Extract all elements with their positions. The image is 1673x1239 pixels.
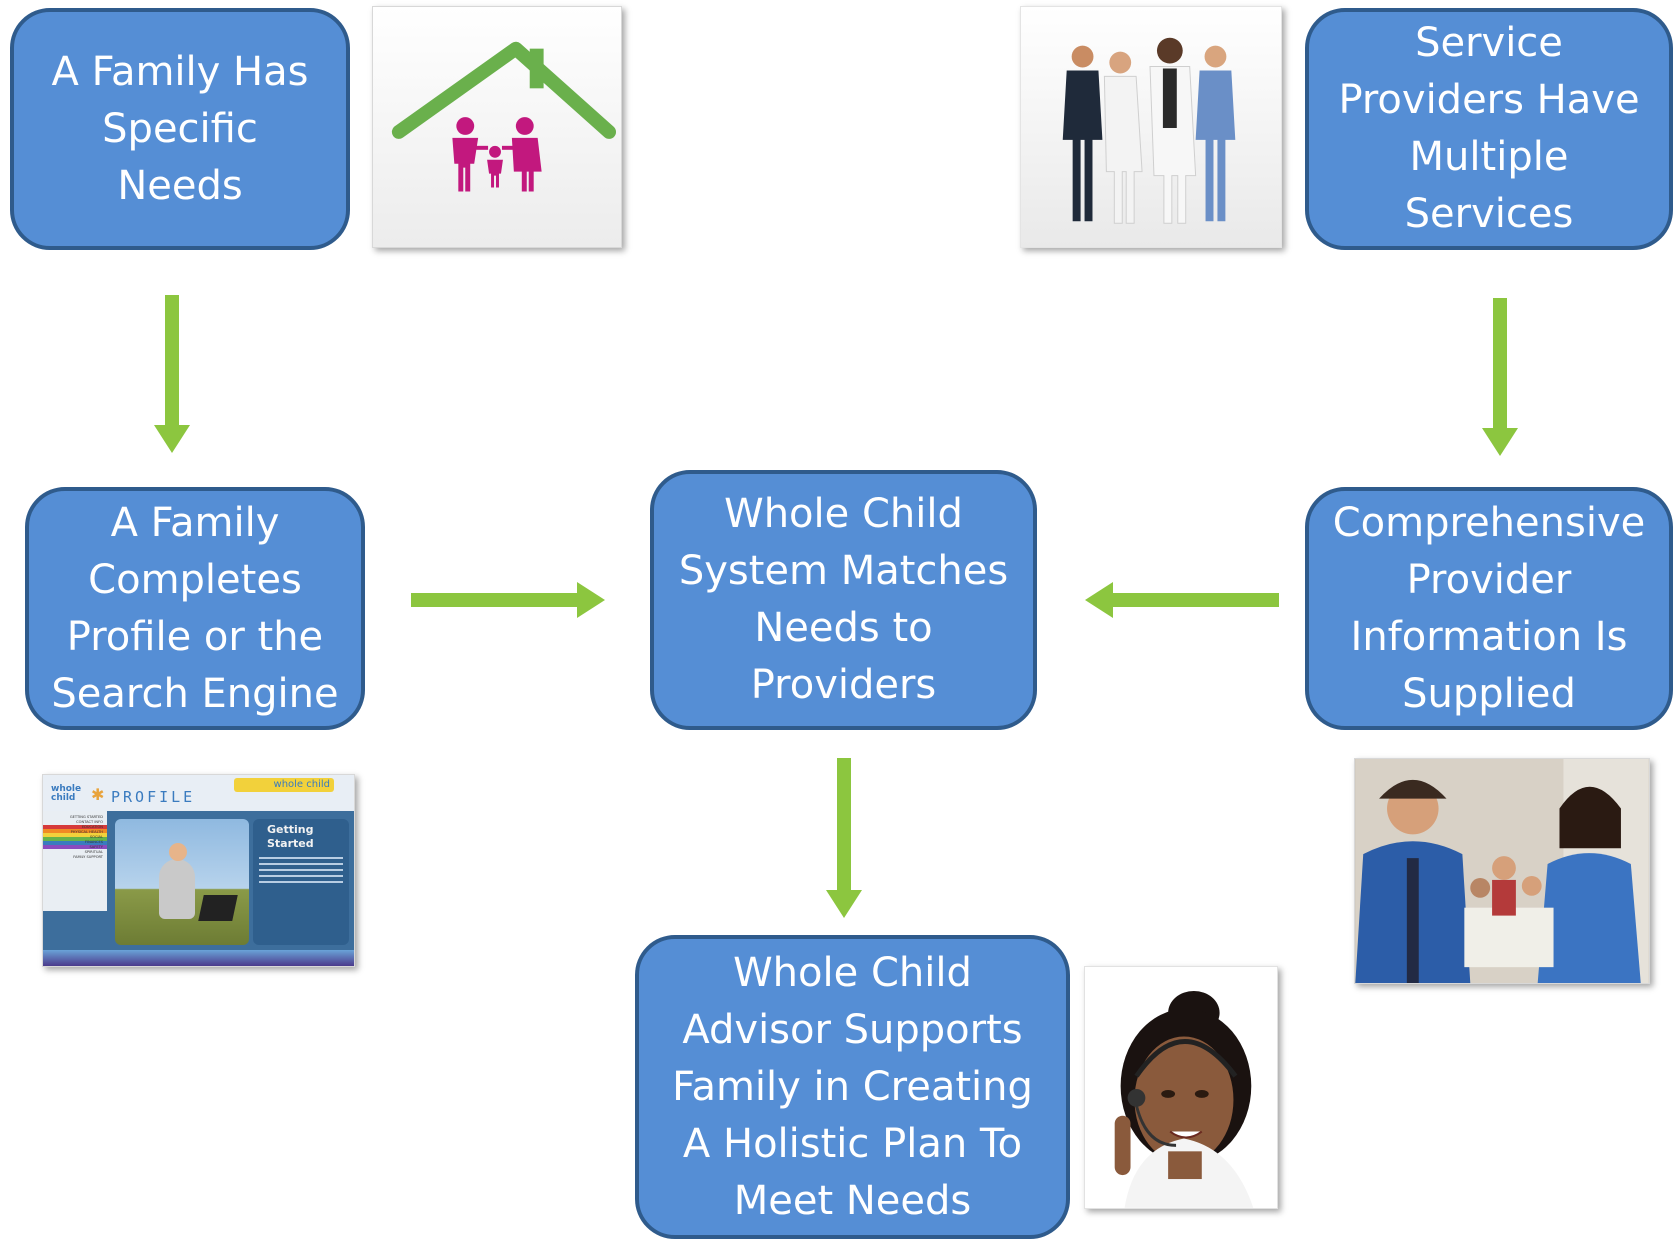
office-team-image <box>1354 758 1650 984</box>
arrow-down-right <box>1482 298 1518 456</box>
node-system-matches: Whole Child System Matches Needs to Prov… <box>650 470 1037 730</box>
medical-staff-image <box>1020 6 1282 248</box>
profile-menu-item: SOCIAL <box>89 835 103 839</box>
node-advisor-support: Whole Child Advisor Supports Family in C… <box>635 935 1070 1239</box>
advisor-image <box>1084 966 1278 1209</box>
node-system-matches-label: Whole Child System Matches Needs to Prov… <box>678 491 1009 708</box>
medical-staff-icon <box>1062 37 1236 224</box>
profile-menu-item: FAMILY SUPPORT <box>73 855 103 859</box>
profile-logo-line1: whole <box>51 784 82 794</box>
headset-advisor-icon <box>1085 967 1277 1208</box>
office-team-icon <box>1355 759 1649 983</box>
node-family-profile-label: A Family Completes Profile or the Search… <box>51 499 339 717</box>
profile-menu-item: GETTING STARTED <box>69 815 103 819</box>
node-family-needs: A Family Has Specific Needs <box>10 8 350 250</box>
arrow-right-to-system <box>411 582 605 618</box>
profile-menu-item: CONTACT INFO <box>76 820 103 824</box>
profile-photo <box>115 819 249 945</box>
profile-menu-item: SPIRITUAL <box>84 850 103 854</box>
node-provider-info-label: Comprehensive Provider Information Is Su… <box>1332 499 1646 717</box>
arrow-left-to-system <box>1085 582 1279 618</box>
profile-menu-item: FINANCES <box>84 840 103 844</box>
house-family-icon <box>391 41 617 192</box>
profile-banner: whole child <box>234 778 334 792</box>
node-family-profile: A Family Completes Profile or the Search… <box>25 487 365 730</box>
profile-screenshot-icon: whole child ✱ PROFILE whole child GETTIN… <box>43 775 354 966</box>
node-service-providers-label: Service Providers Have Multiple Services <box>1338 20 1640 237</box>
profile-menu: GETTING STARTED CONTACT INFO EDUCATION P… <box>45 815 103 860</box>
node-advisor-support-label: Whole Child Advisor Supports Family in C… <box>672 949 1033 1224</box>
house-family-image <box>372 6 622 248</box>
profile-website-image: whole child ✱ PROFILE whole child GETTIN… <box>42 774 355 967</box>
node-family-needs-label: A Family Has Specific Needs <box>51 48 309 209</box>
profile-logo-line2: child <box>51 793 76 803</box>
node-service-providers: Service Providers Have Multiple Services <box>1305 8 1673 250</box>
profile-menu-item: SAFETY <box>89 845 103 849</box>
arrow-down-left <box>154 295 190 453</box>
profile-menu-item: PHYSICAL HEALTH <box>70 830 103 834</box>
profile-logo-word: PROFILE <box>111 788 196 806</box>
profile-logo-flower-icon: ✱ <box>91 785 105 804</box>
profile-banner-text: whole child <box>273 779 330 790</box>
node-provider-info: Comprehensive Provider Information Is Su… <box>1305 487 1673 730</box>
arrow-down-center <box>826 758 862 918</box>
profile-menu-item: EDUCATION <box>81 825 103 829</box>
profile-panel-title: Getting Started <box>267 823 314 850</box>
